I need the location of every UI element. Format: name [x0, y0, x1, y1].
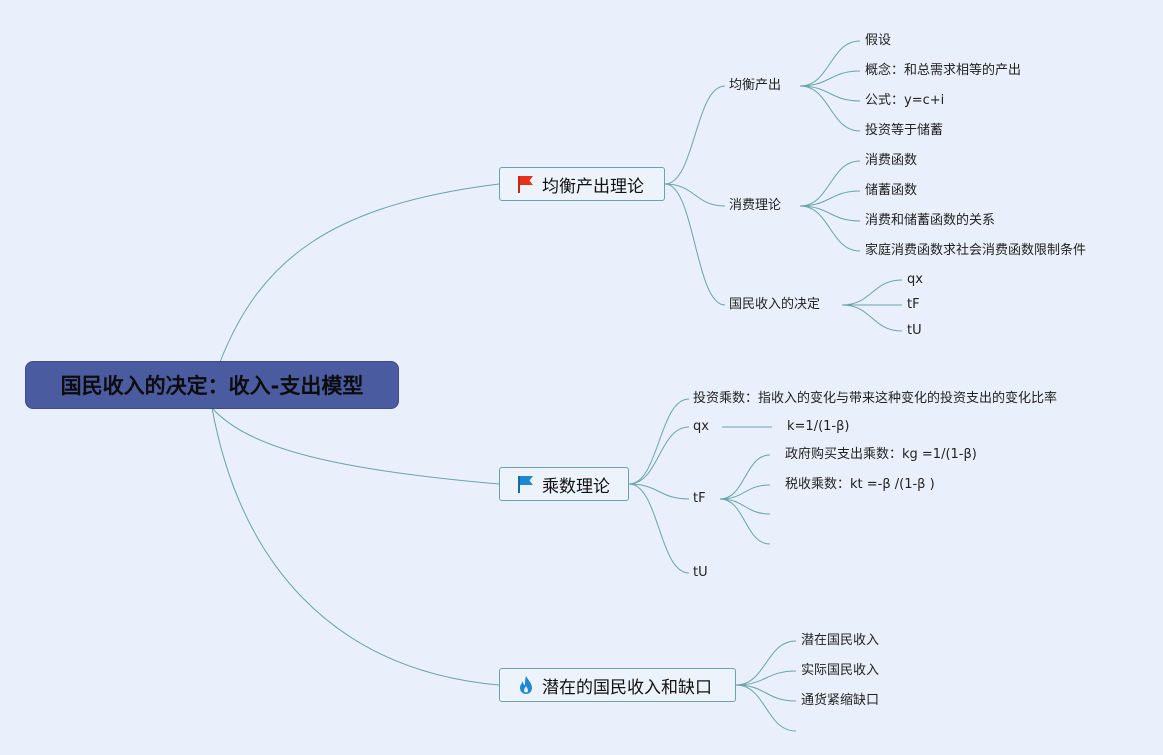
leaf-item[interactable]: 公式：y=c+i [865, 93, 945, 108]
leaf-item[interactable]: 家庭消费函数求社会消费函数限制条件 [865, 243, 1087, 258]
leaf-item[interactable]: 消费和储蓄函数的关系 [865, 213, 996, 228]
leaf-item[interactable]: 假设 [865, 33, 892, 48]
topic-label: 潜在的国民收入和缺口 [542, 677, 712, 698]
root-topic-label: 国民收入的决定：收入-支出模型 [60, 374, 364, 398]
topic-potential-income-gap[interactable]: 潜在的国民收入和缺口 [499, 668, 736, 702]
topic-label: 均衡产出理论 [542, 176, 644, 197]
connector-line [841, 304, 903, 332]
connector-line [664, 85, 726, 185]
leaf-item[interactable]: qx [907, 272, 923, 287]
topic-equilibrium-output-theory[interactable]: 均衡产出理论 [499, 167, 665, 201]
leaf-item[interactable]: tF [907, 297, 920, 312]
connector-line [799, 205, 861, 252]
subtopic-consumption-theory[interactable]: 消费理论 [729, 198, 782, 213]
root-connector-line [211, 407, 500, 686]
root-topic[interactable]: 国民收入的决定：收入-支出模型 [26, 362, 398, 408]
leaf-item[interactable]: 储蓄函数 [865, 183, 918, 198]
subtopic-investment-multiplier[interactable]: 投资乘数：指收入的变化与带来这种变化的投资支出的变化比率 [693, 391, 1058, 406]
connector-line [628, 426, 690, 485]
connector-line [799, 40, 861, 87]
leaf-item[interactable]: 概念：和总需求相等的产出 [865, 63, 1022, 78]
subtopic-deflation-gap[interactable]: 通货紧缩缺口 [801, 693, 880, 708]
subtopic-actual-income[interactable]: 实际国民收入 [801, 663, 880, 678]
connector-line [799, 85, 861, 102]
subtopic-tu[interactable]: tU [693, 565, 708, 580]
connector-line [799, 85, 861, 132]
leaf-item[interactable]: 政府购买支出乘数：kg =1/(1-β) [785, 447, 977, 462]
leaf-item[interactable]: 税收乘数：kt =-β /(1-β ) [785, 477, 935, 492]
leaf-item[interactable]: 投资等于储蓄 [865, 123, 944, 138]
topic-multiplier-theory[interactable]: 乘数理论 [499, 467, 629, 501]
subtopic-qx[interactable]: qx [693, 419, 709, 434]
connector-line [628, 483, 690, 500]
connector-line [735, 640, 797, 686]
connector-line [735, 684, 797, 702]
connector-line [799, 205, 861, 222]
leaf-item[interactable]: tU [907, 323, 922, 338]
root-connector-line [219, 183, 500, 363]
connector-line [664, 183, 726, 306]
connector-line [735, 670, 797, 686]
fire-icon [520, 676, 532, 694]
red-flag-icon [518, 176, 533, 193]
connector-line [799, 190, 861, 207]
root-connector-line [211, 407, 500, 485]
connector-line [628, 483, 690, 574]
connector-line [735, 684, 797, 732]
connector-line [799, 70, 861, 87]
blue-flag-icon [518, 476, 533, 493]
connector-line [719, 454, 771, 500]
subtopic-potential-income[interactable]: 潜在国民收入 [801, 633, 880, 648]
connector-line [719, 484, 771, 500]
subtopic-tf[interactable]: tF [693, 491, 706, 506]
leaf-item[interactable]: k=1/(1-β) [787, 419, 850, 434]
connector-line [719, 498, 771, 545]
subtopic-equilibrium-output[interactable]: 均衡产出 [729, 78, 782, 93]
connector-line [719, 498, 771, 515]
connector-line [799, 160, 861, 207]
connector-line [628, 398, 690, 485]
connector-line [841, 279, 903, 306]
subtopic-income-determination[interactable]: 国民收入的决定 [729, 297, 821, 312]
connector-line [664, 183, 726, 207]
topic-label: 乘数理论 [542, 476, 610, 497]
leaf-item[interactable]: 消费函数 [865, 153, 918, 168]
